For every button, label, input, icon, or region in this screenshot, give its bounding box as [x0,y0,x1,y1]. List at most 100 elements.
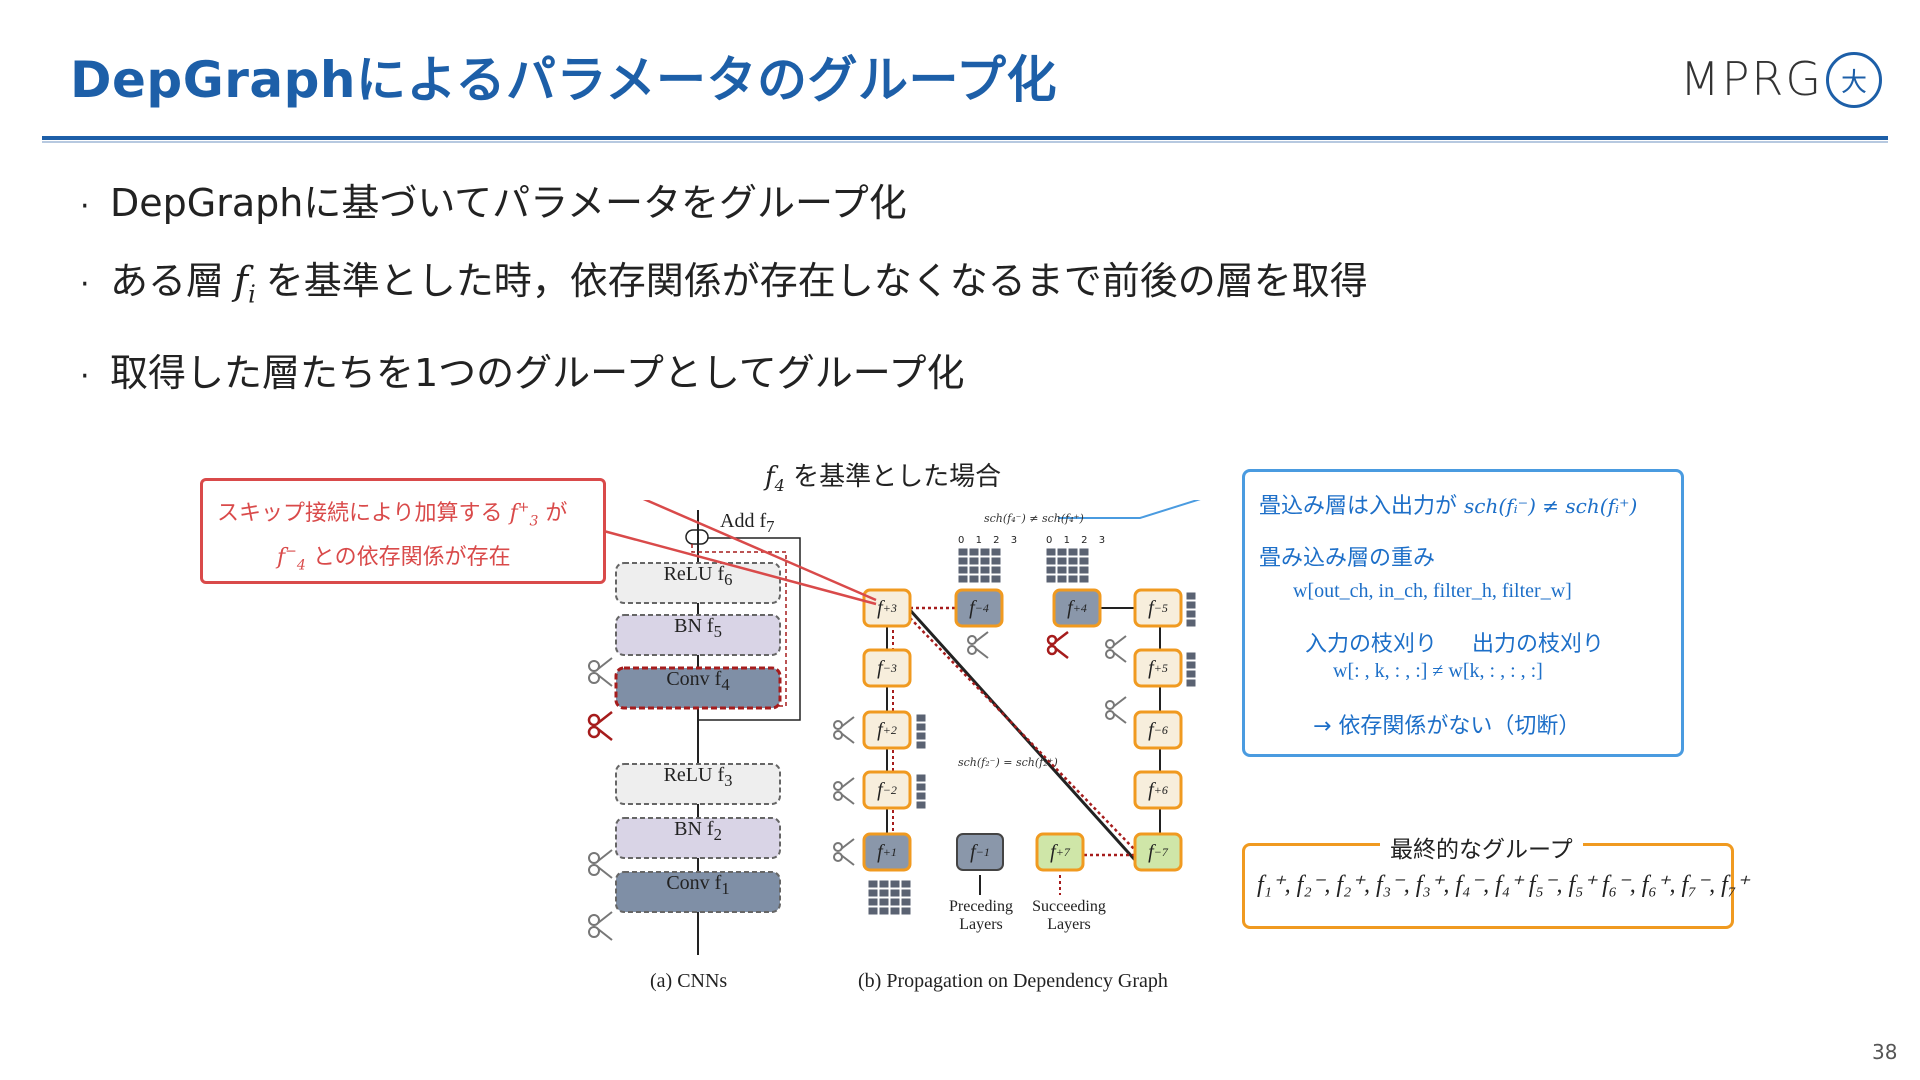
node-f7-minus [1133,832,1183,872]
node-f6-minus [1133,710,1183,750]
node-f4-minus [954,588,1004,628]
blue-pointer [1058,500,1201,519]
node-f7-plus [1035,832,1085,872]
matrix-index-top-left: 0 1 2 3 [958,535,1022,546]
cnn-label-relu3: ReLU f3 [663,764,733,790]
vector-right-2 [1185,651,1197,688]
cnn-layer-conv1 [615,871,781,913]
cnn-layer-conv4 [614,666,782,710]
scissors-icon [833,838,855,866]
caption-b: (b) Propagation on Dependency Graph [858,970,1168,992]
scissors-icon [967,631,989,659]
dependency-figure [587,500,1201,955]
node-label-f1-plus: f+1 [877,840,897,863]
node-f5-minus [1133,588,1183,628]
scissors-icon [588,849,613,879]
final-group-formula: f₁⁺, f₂⁻, f₂⁺, f₃⁻, f₃⁺, f₄⁻, f₄⁺ f₅⁻, f… [1257,872,1749,898]
node-label-f7-minus: f−7 [1148,840,1168,863]
scissors-icon-red [587,711,613,741]
red-pointer-2 [599,528,877,606]
skip-connection [698,537,801,721]
skip-connection-callout: スキップ接続により加算する f+3 が f−4 との依存関係が存在 [200,478,606,584]
matrix-top-right [1045,547,1090,584]
node-f6-plus [1133,770,1183,810]
vector-left-2 [915,773,927,810]
bullet-dot: · [80,189,90,224]
node-label-f5-minus: f−5 [1148,596,1168,619]
title-underline-light [42,141,1888,143]
node-label-f5-plus: f+5 [1148,656,1168,679]
bullet-2-text-before: ある層 [110,259,225,303]
callout-blue-line2: 畳み込み層の重み [1259,546,1436,571]
final-group-label: 最終的なグループ [1380,830,1583,864]
bullet-1: · DepGraphに基づいてパラメータをグループ化 [80,172,907,227]
bullet-3: · 取得した層たちを1つのグループとしてグループ化 [80,342,964,397]
cnn-layer-relu6 [615,562,781,604]
node-f5-plus [1133,648,1183,688]
matrix-bottom [867,879,912,916]
scissors-icon-red [1046,631,1069,659]
node-f2-plus [862,710,912,750]
cnn-label-bn5: BN f5 [674,615,722,641]
cnn-label-conv1: Conv f1 [666,872,730,898]
node-label-f3-plus: f+3 [877,596,897,619]
cnn-label-conv4: Conv f4 [666,668,730,694]
slide-title: DepGraphによるパラメータのグループ化 [70,51,1058,109]
conv-explanation-callout: 畳込み層は入出力が sch(fᵢ⁻) ≠ sch(fᵢ⁺) 畳み込み層の重み w… [1242,469,1684,757]
bullet-2-math: fi [234,259,256,309]
callout-red-line2: f−4 との依存関係が存在 [277,543,511,574]
callout-blue-line5: w[: , k, : , :] ≠ w[k, : , : , :] [1333,660,1543,682]
bullet-2: · ある層 fi を基準とした時，依存関係が存在しなくなるまで前後の層を取得 [80,250,1368,309]
scissors-icon [588,911,613,941]
bullet-2-text-after: を基準とした時，依存関係が存在しなくなるまで前後の層を取得 [265,259,1368,303]
node-f2-minus [862,770,912,810]
node-f4-plus [1052,588,1102,628]
page-number: 38 [1872,1040,1898,1064]
node-label-f3-minus: f−3 [877,656,897,679]
callout-blue-line4: 入力の枝刈り 出力の枝刈り [1305,632,1605,657]
matrix-top-left [957,547,1002,584]
bullet-3-text: 取得した層たちを1つのグループとしてグループ化 [110,351,965,395]
node-label-f2-minus: f−2 [877,778,897,801]
callout-red-line1: スキップ接続により加算する f+3 が [217,499,568,530]
vector-right-1 [1185,591,1197,628]
bullet-dot: · [80,359,90,394]
node-label-f7-plus: f+7 [1050,840,1070,863]
sch-top-label: sch(f₄⁻) ≠ sch(f₄⁺) [984,512,1084,525]
scissors-icon [1105,635,1127,663]
cnn-layer-bn5 [615,614,781,656]
vector-left-1 [915,713,927,750]
add-label: Add f7 [720,510,775,536]
matrix-index-top-right: 0 1 2 3 [1046,535,1110,546]
red-pointer-1 [642,500,877,602]
node-f1-minus [956,833,1004,871]
scissors-icon [588,657,613,687]
figure-heading: f4 を基準とした場合 [765,456,1001,495]
node-label-f6-minus: f−6 [1148,718,1168,741]
node-label-f4-plus: f+4 [1067,596,1087,619]
university-seal-icon: 大 [1826,52,1882,108]
node-label-f2-plus: f+2 [877,718,897,741]
node-label-f1-minus: f−1 [970,840,990,863]
node-f1-plus [862,832,912,872]
callout-blue-line6: → 依存関係がない（切断） [1313,714,1581,739]
title-underline [42,136,1888,140]
final-group-box: f₁⁺, f₂⁻, f₂⁺, f₃⁻, f₃⁺, f₄⁻, f₄⁺ f₅⁻, f… [1242,843,1749,929]
callout-blue-line1: 畳込み層は入出力が sch(fᵢ⁻) ≠ sch(fᵢ⁺) [1259,494,1638,519]
cnn-label-relu6: ReLU f6 [663,563,733,589]
scissors-icon [1105,696,1127,724]
figure-heading-text: を基準とした場合 [793,462,1002,492]
scissors-icon [833,777,855,805]
figure-heading-math: f4 [765,462,785,496]
callout-blue-line3: w[out_ch, in_ch, filter_h, filter_w] [1293,580,1572,602]
node-f3-minus [862,648,912,688]
cnn-layer-bn2 [615,817,781,859]
bullet-1-text: DepGraphに基づいてパラメータをグループ化 [110,181,907,225]
cnn-layer-relu3 [615,763,781,805]
sch-mid-label: sch(f₂⁻) = sch(f₂⁺) [958,756,1058,769]
add-node [685,529,709,545]
bullet-dot: · [80,267,90,302]
mprg-logo: MPRG [1680,52,1824,106]
node-label-f4-minus: f−4 [969,596,989,619]
